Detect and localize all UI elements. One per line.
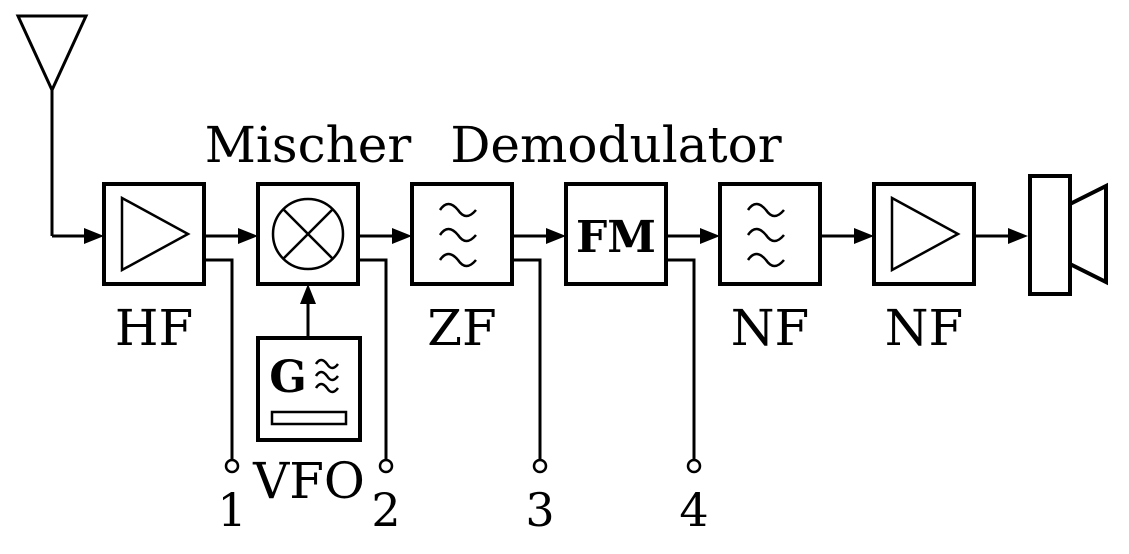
test-point-tap-2 (358, 258, 394, 474)
demodulator-heading: Demodulator (450, 116, 781, 174)
test-point-label-2: 2 (371, 483, 400, 537)
mixer-heading: Mischer (205, 116, 412, 174)
connector-demod-af (666, 228, 720, 244)
loudspeaker-icon (1028, 174, 1108, 296)
test-point-tap-3 (512, 258, 548, 474)
mixer-block (256, 182, 360, 286)
connector-amp-speaker (974, 228, 1028, 244)
hf-amplifier-block (102, 182, 206, 286)
connector-hf-mixer (204, 228, 258, 244)
if-filter-label: ZF (427, 299, 496, 357)
fm-label: FM (576, 212, 656, 263)
tilde-icon (314, 358, 339, 394)
vfo-generator-block: G (256, 336, 362, 442)
test-point-tap-4 (666, 258, 702, 474)
connector-af-filter-amp (820, 228, 874, 244)
if-filter-block (410, 182, 514, 286)
generator-label: G (269, 352, 307, 403)
test-point-tap-1 (204, 258, 240, 474)
af-amplifier-label: NF (885, 299, 963, 357)
hf-amplifier-label: HF (115, 299, 193, 357)
connector-if-demod (512, 228, 566, 244)
vfo-label: VFO (252, 452, 365, 510)
test-point-label-1: 1 (217, 483, 246, 537)
test-point-label-4: 4 (679, 483, 708, 537)
test-point-label-3: 3 (525, 483, 554, 537)
connector-vfo-mixer (300, 284, 316, 338)
af-filter-label: NF (731, 299, 809, 357)
af-filter-block (718, 182, 822, 286)
connector-mixer-if (358, 228, 412, 244)
fm-demodulator-block: FM (564, 182, 668, 286)
antenna-icon (15, 14, 104, 244)
af-amplifier-block (872, 182, 976, 286)
